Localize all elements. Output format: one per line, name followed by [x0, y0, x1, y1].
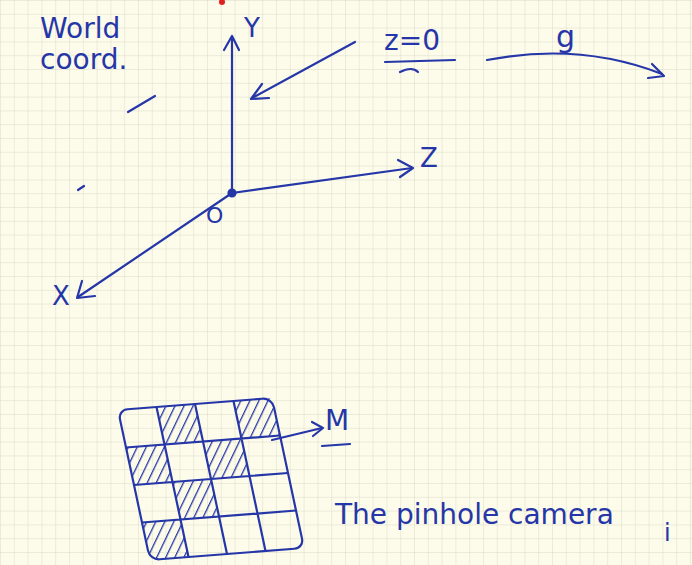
transform-arrow [487, 54, 662, 74]
z-arrowhead [398, 160, 413, 177]
pointer-head [251, 84, 269, 99]
plane-label: z=0 [384, 26, 440, 57]
underline [322, 444, 350, 446]
y-arrowhead [224, 36, 239, 50]
matrix-label: M [325, 406, 349, 437]
axis-label: Z [420, 144, 438, 173]
note-text: i [664, 520, 671, 546]
title-note: World coord. [40, 14, 150, 76]
y-axis [231, 38, 233, 193]
stray-stroke [128, 96, 155, 112]
squiggle [400, 69, 418, 72]
leader-head [312, 422, 323, 436]
checkerboard [118, 398, 304, 560]
underline [385, 60, 455, 62]
red-mark [219, 0, 225, 5]
note-text: The pinhole camera [335, 500, 614, 531]
origin-label: O [206, 204, 223, 228]
plane-pointer [252, 42, 355, 98]
z-axis [232, 168, 412, 193]
axis-label: X [52, 282, 70, 311]
axis-label: Y [244, 14, 260, 43]
map-label: g [556, 20, 575, 53]
x-arrowhead [77, 281, 95, 298]
stray-tick [78, 186, 84, 190]
arrow-head [648, 64, 664, 78]
x-axis [78, 193, 232, 297]
origin-dot [229, 190, 236, 197]
